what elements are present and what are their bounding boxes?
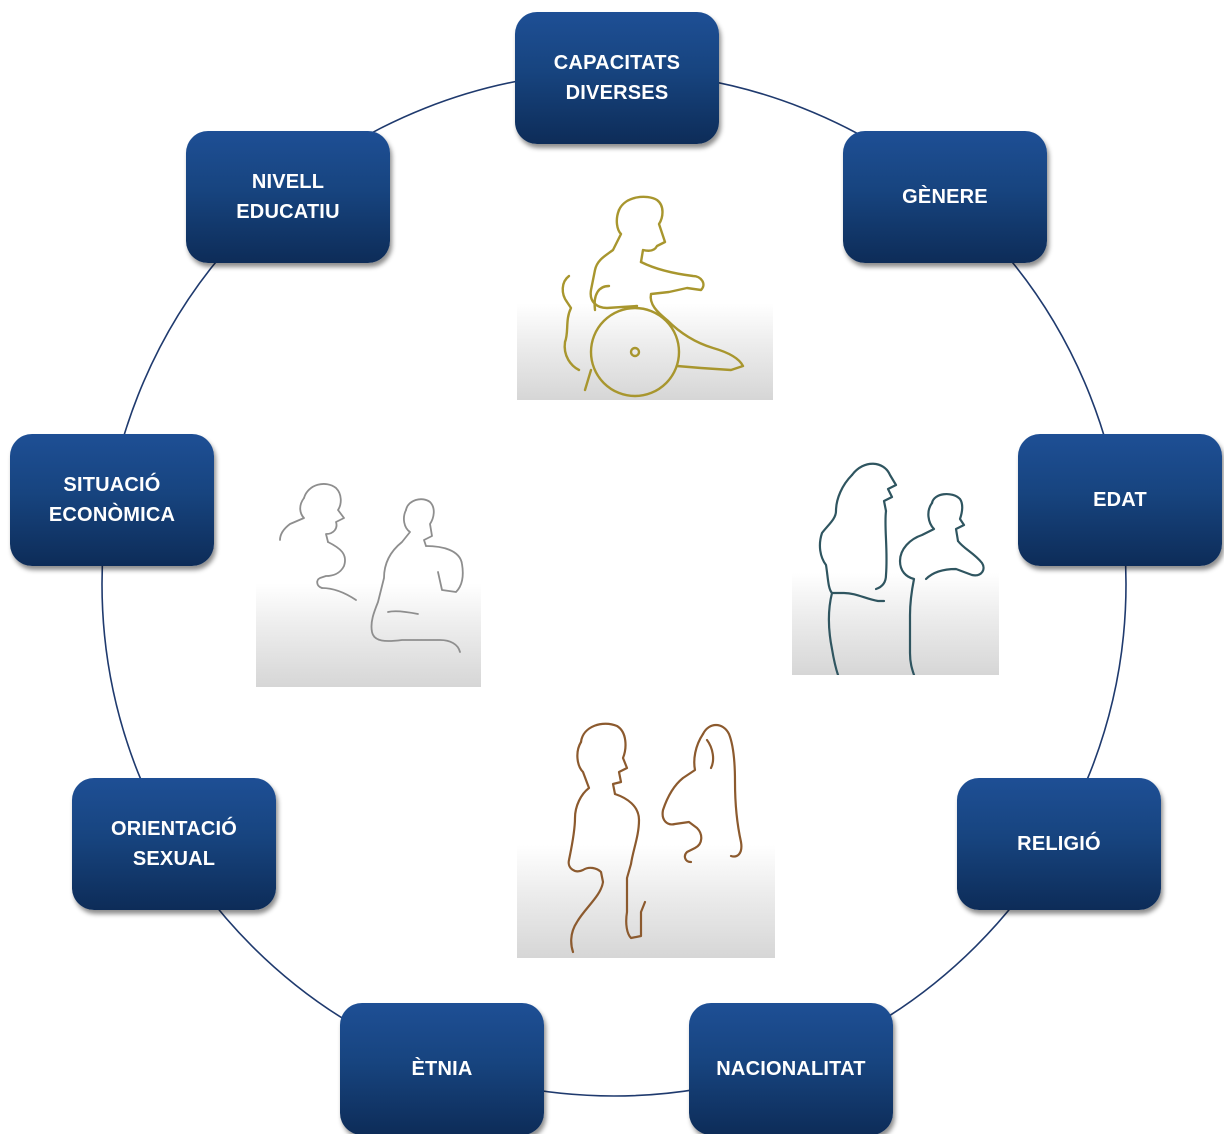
category-label: RELIGIÓ: [1017, 833, 1101, 855]
person-in-wheelchair-icon: [561, 195, 745, 398]
couple-illustration: [517, 712, 775, 958]
category-label: SITUACIÓ ECONÒMICA: [48, 474, 176, 526]
category-edat: EDAT: [1018, 434, 1222, 566]
wheelchair-illustration: [517, 190, 773, 400]
category-label: NIVELL EDUCATIU: [236, 171, 340, 223]
category-label: ORIENTACIÓ SEXUAL: [110, 818, 238, 870]
category-religio: RELIGIÓ: [957, 778, 1161, 910]
category-orientacio-sexual: ORIENTACIÓ SEXUAL: [72, 778, 276, 910]
category-label: EDAT: [1093, 489, 1147, 511]
workers-illustration: [256, 462, 481, 687]
two-men-talking-icon: [279, 483, 464, 653]
category-situacio-economica: SITUACIÓ ECONÒMICA: [10, 434, 214, 566]
category-label: GÈNERE: [902, 186, 988, 208]
category-nacionalitat: NACIONALITAT: [689, 1003, 893, 1134]
category-label: ÈTNIA: [411, 1058, 473, 1080]
category-capacitats-diverses: CAPACITATS DIVERSES: [515, 12, 719, 144]
man-and-veiled-woman-icon: [567, 722, 743, 954]
category-etnia: ÈTNIA: [340, 1003, 544, 1134]
category-nivell-educatiu: NIVELL EDUCATIU: [186, 131, 390, 263]
category-label: CAPACITATS DIVERSES: [553, 52, 681, 104]
category-label: NACIONALITAT: [716, 1058, 866, 1080]
two-older-people-icon: [818, 462, 985, 675]
elderly-illustration: [792, 453, 999, 675]
category-genere: GÈNERE: [843, 131, 1047, 263]
